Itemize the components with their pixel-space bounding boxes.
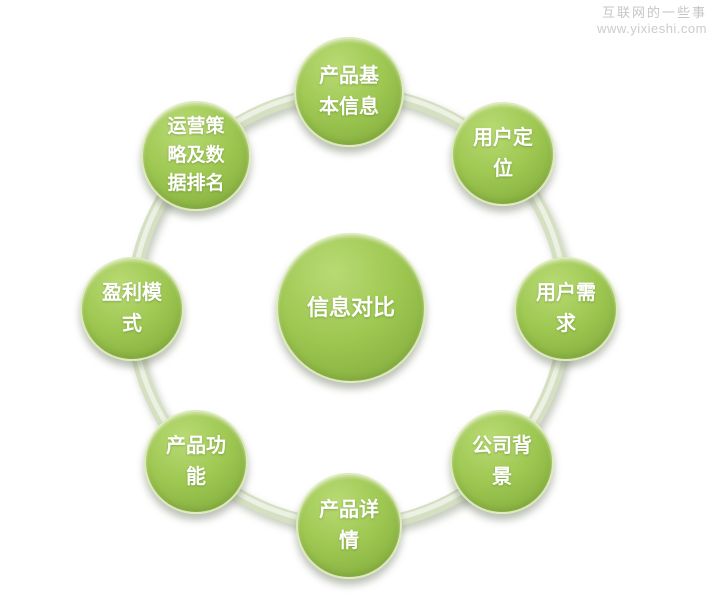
- node-product-details: 产品详 情: [296, 473, 402, 579]
- center-node-info-comparison: 信息对比: [276, 233, 426, 383]
- watermark-site-name: 互联网的一些事: [601, 5, 707, 20]
- node-user-positioning: 用户定 位: [451, 102, 555, 206]
- node-product-basic-info: 产品基 本信息: [294, 37, 404, 147]
- node-label: 用户需 求: [536, 282, 596, 335]
- watermark-site-url: www.yixieshi.com: [597, 20, 707, 36]
- node-label: 运营策 略及数 据排名: [167, 116, 225, 195]
- node-label: 用户定 位: [473, 127, 533, 180]
- center-node-label: 信息对比: [306, 294, 395, 320]
- node-profit-model: 盈利模 式: [80, 257, 184, 361]
- node-label: 产品详 情: [319, 499, 379, 552]
- watermark: 互联网的一些事 www.yixieshi.com: [597, 5, 707, 36]
- node-company-background: 公司背 景: [450, 410, 554, 514]
- node-product-features: 产品功 能: [144, 410, 248, 514]
- node-label: 产品功 能: [166, 435, 226, 488]
- node-label: 盈利模 式: [102, 282, 162, 335]
- node-operation-strategy-ranking: 运营策 略及数 据排名: [141, 101, 251, 211]
- node-label: 产品基 本信息: [319, 65, 379, 118]
- node-label: 公司背 景: [472, 435, 532, 488]
- node-user-needs: 用户需 求: [514, 257, 618, 361]
